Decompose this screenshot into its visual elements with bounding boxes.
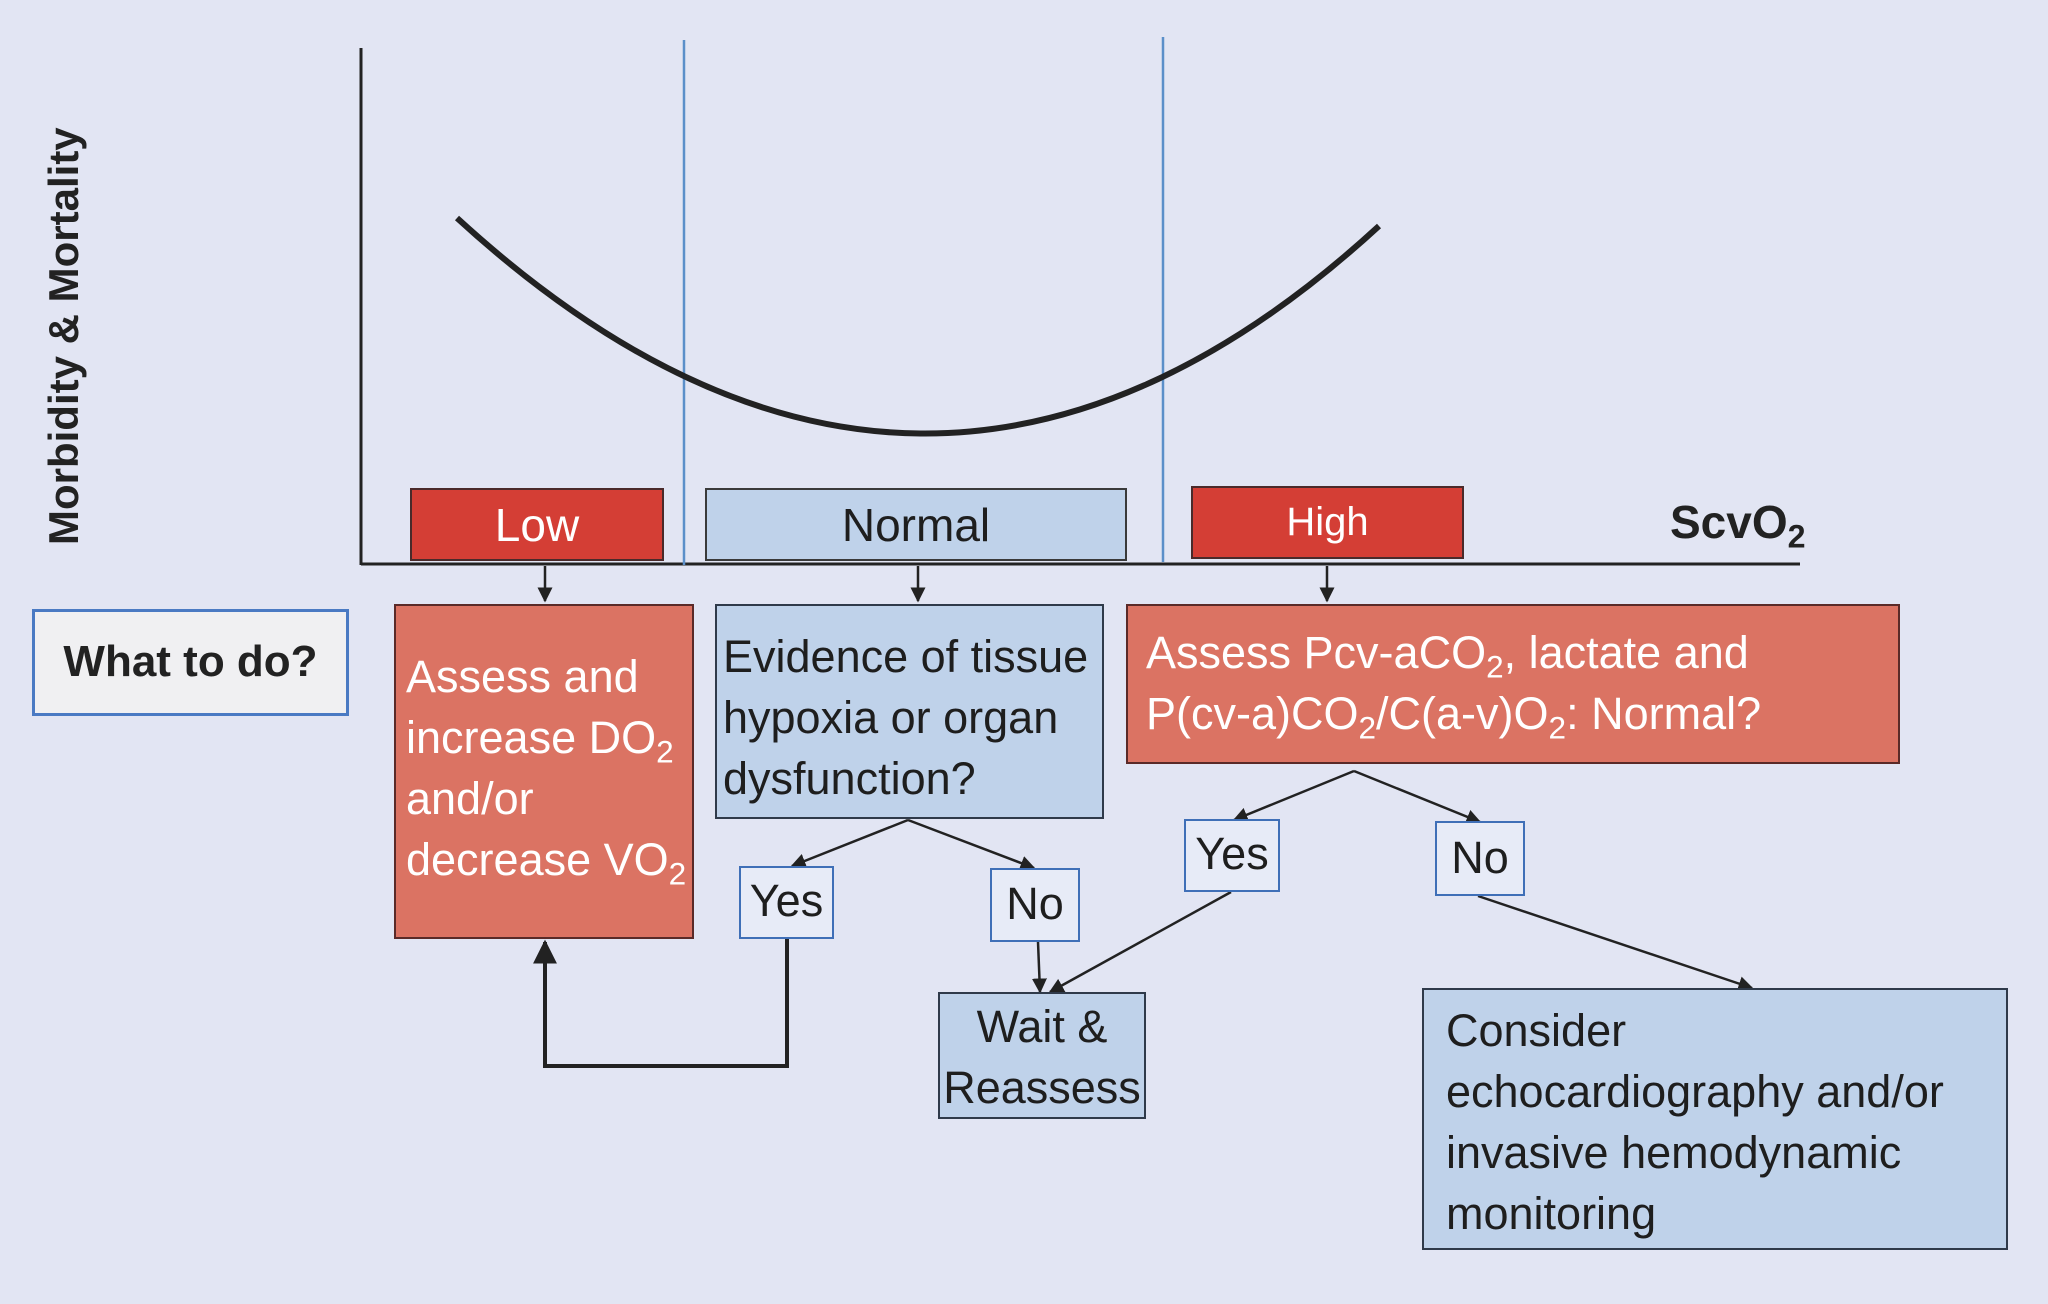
high-question-line2: P(cv-a)CO2/C(a-v)O2: Normal? bbox=[1146, 688, 1762, 746]
y-axis-label: Morbidity & Mortality bbox=[40, 127, 87, 545]
consider-line3: invasive hemodynamic bbox=[1446, 1127, 1902, 1178]
low-action-box: Assess and increase DO2 and/or decrease … bbox=[394, 604, 694, 939]
consider-line1: Consider bbox=[1446, 1005, 1627, 1056]
normal-question-box: Evidence of tissue hypoxia or organ dysf… bbox=[715, 604, 1104, 819]
wait-reassess-box: Wait & Reassess bbox=[938, 992, 1146, 1119]
arrow-high-no-to-consider bbox=[1477, 894, 1754, 991]
high-no-box: No bbox=[1435, 821, 1525, 896]
arrow-no-to-wait bbox=[1031, 941, 1047, 994]
arrow-normal-to-no bbox=[907, 818, 1036, 871]
x-axis-label-main: ScvO bbox=[1670, 496, 1788, 548]
loop-yes-to-low bbox=[533, 939, 789, 1068]
consider-box: Consider echocardiography and/or invasiv… bbox=[1422, 988, 2008, 1250]
normal-yes-box: Yes bbox=[739, 866, 834, 939]
normal-no-box: No bbox=[990, 868, 1080, 942]
normal-question-line2: hypoxia or organ bbox=[723, 692, 1059, 743]
morbidity-curve bbox=[454, 215, 1382, 437]
low-action-line2: increase DO2 bbox=[406, 712, 674, 770]
high-question-line1: Assess Pcv-aCO2, lactate and bbox=[1146, 627, 1749, 685]
low-action-line4: decrease VO2 bbox=[406, 834, 687, 892]
arrow-high-to-yes bbox=[1232, 769, 1355, 822]
what-to-do-label: What to do? bbox=[32, 609, 349, 716]
arrow-normal-to-yes bbox=[790, 818, 909, 868]
low-action-line3: and/or bbox=[406, 773, 534, 824]
band-high: High bbox=[1191, 486, 1464, 559]
arrow-high-yes-to-wait bbox=[1048, 890, 1232, 994]
arrow-high-to-no bbox=[1353, 769, 1482, 824]
x-axis-label: ScvO2 bbox=[1670, 495, 1806, 553]
consider-line2: echocardiography and/or bbox=[1446, 1066, 1944, 1117]
band-low: Low bbox=[410, 488, 664, 561]
low-action-line1: Assess and bbox=[406, 651, 639, 702]
consider-line4: monitoring bbox=[1446, 1188, 1657, 1239]
x-axis-label-sub: 2 bbox=[1787, 518, 1806, 555]
wait-line1: Wait & bbox=[976, 1001, 1108, 1052]
normal-question-line1: Evidence of tissue bbox=[723, 631, 1089, 682]
high-question-box: Assess Pcv-aCO2, lactate and P(cv-a)CO2/… bbox=[1126, 604, 1900, 764]
normal-question-line3: dysfunction? bbox=[723, 753, 976, 804]
band-normal: Normal bbox=[705, 488, 1127, 561]
high-yes-box: Yes bbox=[1184, 819, 1280, 892]
wait-line2: Reassess bbox=[943, 1062, 1141, 1113]
